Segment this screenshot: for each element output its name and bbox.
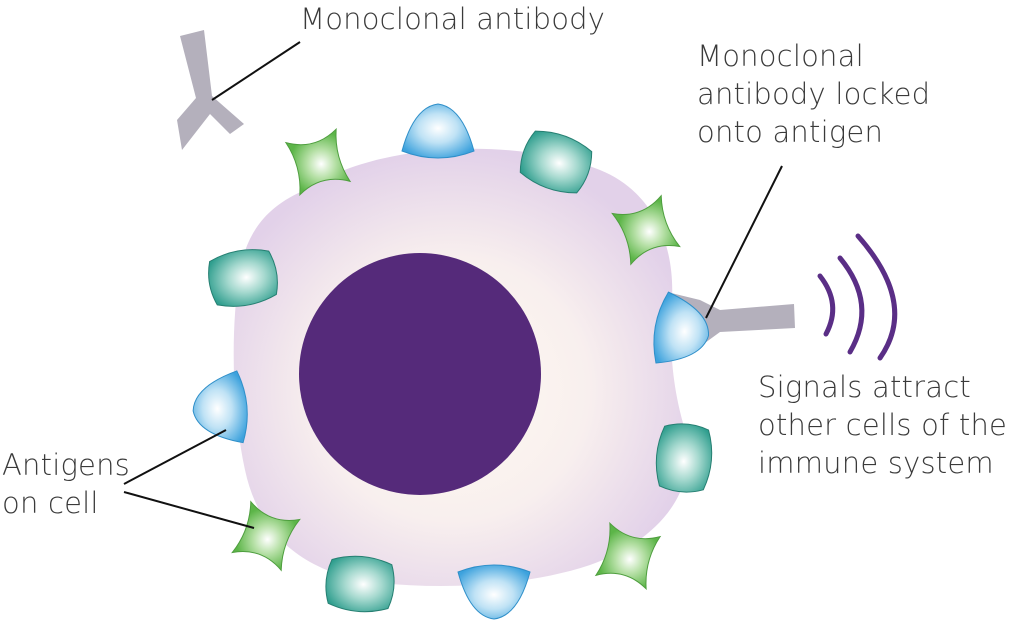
- antigen-blue-left: [189, 369, 251, 448]
- leader-locked: [705, 165, 783, 319]
- label-signals: Signals attract other cells of the immun…: [758, 368, 1007, 482]
- antigen-teal-bottom: [323, 553, 397, 615]
- label-locked: Monoclonal antibody locked onto antigen: [697, 37, 930, 151]
- label-antigens: Antigens on cell: [2, 446, 130, 522]
- signal-arc-2: [837, 255, 865, 355]
- leader-antigen-1: [123, 429, 227, 485]
- label-antigens-line-1: Antigens: [2, 448, 130, 482]
- label-signals-line-1: Signals attract: [758, 370, 971, 404]
- antigen-teal-right: [653, 421, 715, 495]
- label-locked-line-2: antibody locked: [697, 77, 931, 111]
- label-antigens-line-2: on cell: [2, 486, 99, 520]
- antigen-blue-top: [401, 103, 475, 159]
- label-locked-line-1: Monoclonal: [697, 39, 864, 73]
- nucleus: [299, 253, 541, 495]
- label-locked-line-3: onto antigen: [697, 115, 884, 149]
- signal-arc-1: [817, 273, 836, 337]
- free-antibody: [177, 30, 244, 150]
- leader-monoclonal-antibody: [211, 41, 301, 101]
- leader-antigen-2: [123, 491, 255, 529]
- label-signals-line-2: other cells of the: [758, 408, 1008, 442]
- label-monoclonal-antibody: Monoclonal antibody: [300, 0, 605, 38]
- antigen-blue-bottom: [457, 564, 531, 620]
- label-monoclonal-antibody-text: Monoclonal antibody: [300, 2, 606, 36]
- signal-arc-3: [855, 233, 898, 361]
- label-signals-line-3: immune system: [758, 446, 994, 480]
